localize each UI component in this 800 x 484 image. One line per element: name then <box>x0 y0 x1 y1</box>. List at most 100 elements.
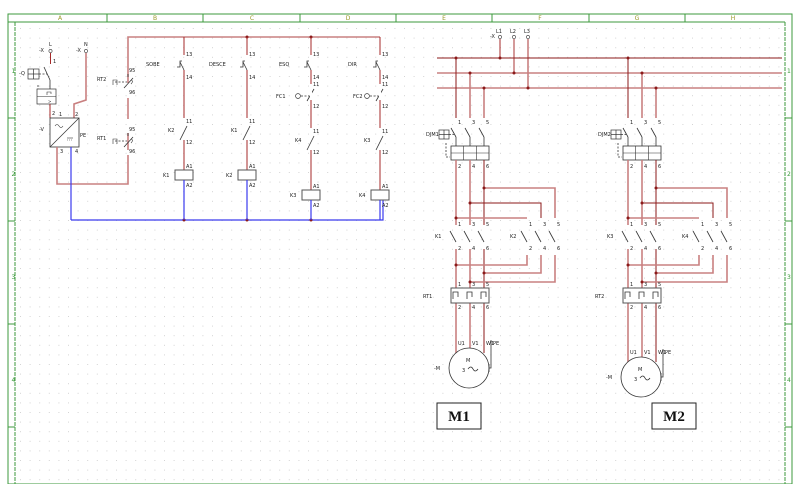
terminal-pin: 1 <box>53 59 56 65</box>
row-header: 1 <box>12 68 16 75</box>
overload-pin: 3 <box>644 282 647 288</box>
psu-pin: 1 <box>59 112 62 118</box>
contactor-pin: 3 <box>644 222 647 228</box>
svg-text:>: > <box>48 99 51 104</box>
contact-pin: 12 <box>382 104 388 110</box>
contactor-pin: 2 <box>630 246 633 252</box>
contactor-pin: 6 <box>658 246 661 252</box>
contactor-pin: 1 <box>630 222 633 228</box>
column-headers: A B C D E F G H <box>58 15 735 22</box>
button-label: DESCE <box>209 62 226 68</box>
row-header: 4 <box>787 377 791 384</box>
contact-pin: 12 <box>313 104 319 110</box>
overload-contact-rt2[interactable]: RT2 95 96 <box>97 68 135 96</box>
breaker-pin: 2 <box>630 164 633 170</box>
overload-pin: 96 <box>129 90 135 96</box>
motor-symbol: M <box>638 367 642 373</box>
psu-tag: -V <box>39 127 45 133</box>
overload-pin: 6 <box>658 305 661 311</box>
terminal-neutral[interactable]: -X N <box>76 42 88 54</box>
motor-terminal: W1 <box>658 350 666 356</box>
contact-pin: 14 <box>313 75 319 81</box>
limit-label: FC1 <box>276 94 286 100</box>
coil-label: K3 <box>290 193 296 199</box>
terminal-icon <box>512 35 516 39</box>
contact-pin: 12 <box>186 140 192 146</box>
breaker-q[interactable]: -Q > 2 <box>19 66 57 118</box>
contactor-pin: 4 <box>715 246 718 252</box>
contactor-pin: 4 <box>644 246 647 252</box>
button-label: SOBE <box>146 62 160 68</box>
contactor-pin: 6 <box>557 246 560 252</box>
motor-tag: -M <box>606 375 612 381</box>
contactor-pin: 2 <box>701 246 704 252</box>
supply-terminals[interactable]: -X L1 L2 L3 <box>490 29 530 40</box>
power-circuit: -X L1 L2 L3 DJM1123456K1123456K2123456RT… <box>423 29 782 430</box>
psu-pin: 3 <box>60 149 63 155</box>
terminal-phase[interactable]: -X L 1 <box>39 42 56 65</box>
interlock-label: K1 <box>231 128 237 134</box>
contact-pin: 11 <box>313 82 319 88</box>
breaker-pin: 5 <box>486 120 489 126</box>
motor-terminal: W1 <box>486 341 494 347</box>
contactor-pin: 6 <box>729 246 732 252</box>
overload-pin: 95 <box>129 68 135 74</box>
overload-contact-rt1[interactable]: RT1 95 96 <box>97 127 135 155</box>
contactor-pin: 3 <box>543 222 546 228</box>
contact-pin: 11 <box>249 119 255 125</box>
overload-pin: 1 <box>630 282 633 288</box>
coil-pin: A1 <box>313 184 320 190</box>
grid-dots <box>20 28 780 481</box>
motor-phases: 3 <box>634 377 637 383</box>
column-header: E <box>442 15 446 22</box>
coil-pin: A2 <box>249 183 256 189</box>
coil-label: K1 <box>163 173 169 179</box>
phase-label-l3: L3 <box>524 29 530 35</box>
coil-label: K2 <box>226 173 232 179</box>
power-supply-v[interactable]: -V 1 2 3 4 PE <box>39 112 86 155</box>
overload-pin: 6 <box>486 305 489 311</box>
psu-pin: 4 <box>75 149 78 155</box>
row-header: 1 <box>787 68 791 75</box>
contactor-label: K3 <box>607 234 613 240</box>
breaker-pin: 1 <box>630 120 633 126</box>
terminal-tag: -X <box>39 48 45 54</box>
coil-pin: A1 <box>186 164 193 170</box>
motor-symbol: M <box>466 358 470 364</box>
contactor-label: K1 <box>435 234 441 240</box>
column-header: D <box>346 15 351 22</box>
button-label: DIR <box>348 62 357 68</box>
phase-label-l2: L2 <box>510 29 516 35</box>
breaker-pin: 4 <box>472 164 475 170</box>
contact-pin: 12 <box>249 140 255 146</box>
breaker-label: DJM1 <box>426 132 439 138</box>
contactor-pin: 5 <box>729 222 732 228</box>
row-header: 4 <box>12 377 16 384</box>
